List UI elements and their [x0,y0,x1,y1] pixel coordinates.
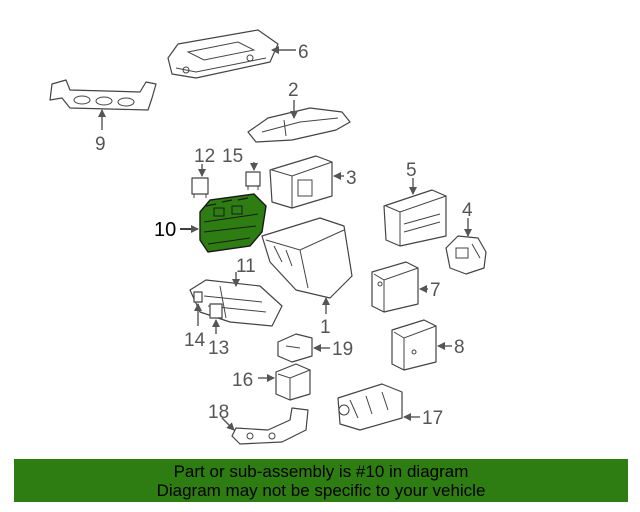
callout-10[interactable]: 10 [154,219,176,241]
callout-8[interactable]: 8 [454,337,465,358]
callout-2[interactable]: 2 [288,80,299,101]
parts-diagram: 6 9 2 3 12 15 [49,29,487,445]
part-15-relay[interactable] [245,171,261,190]
part-10-highlighted[interactable] [199,193,267,253]
part-11-tray[interactable] [189,279,283,327]
callout-4[interactable]: 4 [462,200,473,221]
leader-18 [221,417,235,431]
part-12-relay[interactable] [191,177,209,198]
part-19-clip[interactable] [277,333,313,363]
part-14-clip[interactable] [193,291,203,303]
callout-13[interactable]: 13 [208,338,229,359]
callout-12[interactable]: 12 [194,146,215,167]
callout-18[interactable]: 18 [208,402,229,423]
callout-15[interactable]: 15 [222,146,243,167]
part-17-mount[interactable] [337,383,403,431]
callout-7[interactable]: 7 [430,280,441,301]
part-8-module[interactable] [391,319,437,371]
part-5-module[interactable] [383,189,447,247]
part-6-module[interactable] [167,29,279,79]
part-18-bracket[interactable] [231,407,309,445]
callout-6[interactable]: 6 [298,42,309,63]
part-3-control-unit[interactable] [269,155,333,209]
callout-17[interactable]: 17 [422,408,443,429]
callout-19[interactable]: 19 [332,339,353,360]
callout-5[interactable]: 5 [406,160,417,181]
part-1-housing[interactable] [261,217,353,299]
banner-line-2: Diagram may not be specific to your vehi… [156,481,486,500]
part-7-module[interactable] [371,261,419,313]
callout-1[interactable]: 1 [320,317,331,338]
callout-11[interactable]: 11 [236,256,256,277]
part-4-connector[interactable] [445,235,487,275]
part-16-relay[interactable] [275,363,311,401]
part-9-bracket[interactable] [49,79,157,111]
info-banner: Part or sub-assembly is #10 in diagram D… [14,459,628,502]
callout-3[interactable]: 3 [346,168,357,189]
callout-14[interactable]: 14 [184,330,206,351]
callout-16[interactable]: 16 [232,370,253,391]
banner-line-1: Part or sub-assembly is #10 in diagram [173,462,469,481]
part-2-cover[interactable] [247,107,351,143]
callout-9[interactable]: 9 [95,134,106,155]
part-13-connector[interactable] [209,303,223,319]
